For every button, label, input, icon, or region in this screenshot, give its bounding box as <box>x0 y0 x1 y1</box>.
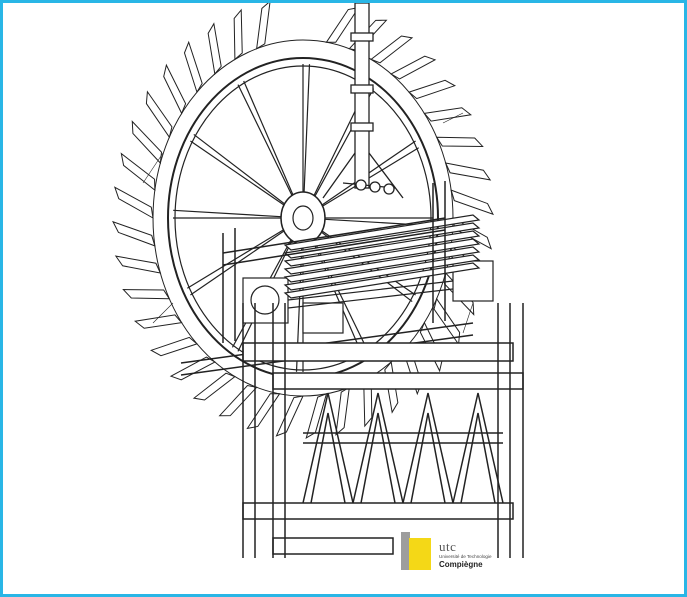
hatching <box>142 112 474 334</box>
wheel-hub <box>280 191 326 245</box>
logo-wordmark: utc <box>439 539 457 554</box>
logo-grey-bar <box>401 532 410 570</box>
front-trestle-frame <box>242 303 524 558</box>
water-wheel-icon <box>112 3 524 558</box>
logo-university-line: Université de Technologie <box>439 554 492 559</box>
vertical-pipe <box>322 3 404 199</box>
logo-city-line: Compiègne <box>439 560 483 569</box>
utc-logo: utc Université de Technologie Compiègne <box>399 530 503 574</box>
logo-yellow-block <box>409 538 431 570</box>
